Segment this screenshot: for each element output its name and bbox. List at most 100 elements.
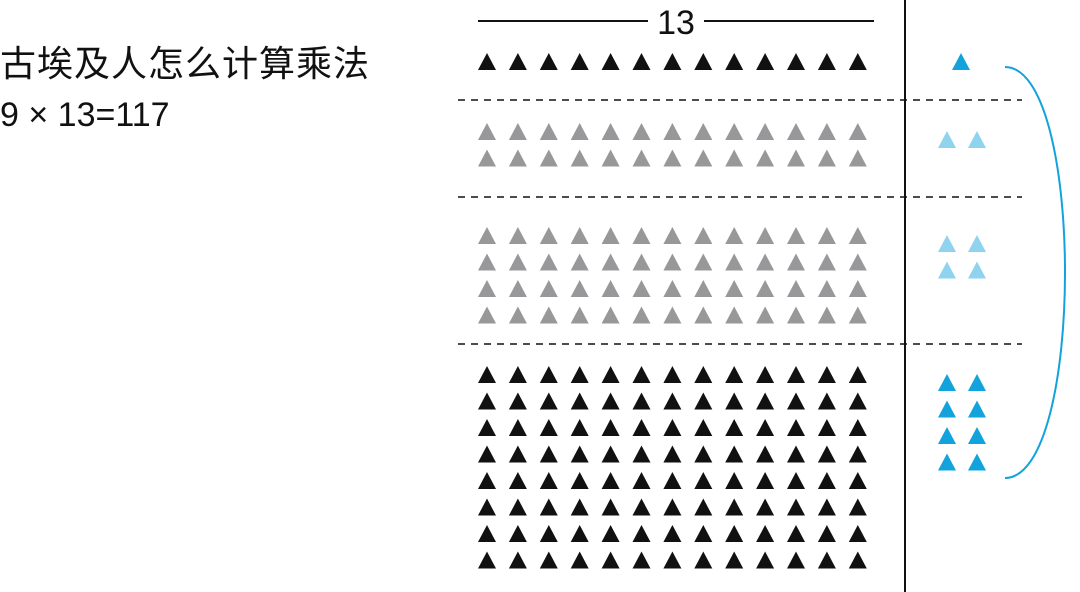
row-triangle [539, 551, 558, 569]
row-triangle [508, 227, 527, 244]
row-triangle [508, 149, 527, 167]
row-triangle [539, 53, 558, 70]
row-triangle [478, 419, 496, 436]
doubling-triangle [968, 400, 986, 418]
row-triangle [848, 551, 867, 569]
row-triangle [817, 53, 836, 70]
doubling-triangle [938, 261, 956, 279]
row-triangle [570, 419, 589, 436]
row-triangle [787, 253, 805, 271]
row-triangle [539, 280, 558, 297]
row-triangle [539, 123, 558, 140]
row-triangle [725, 551, 744, 569]
row-triangle [570, 280, 589, 297]
row-triangle [570, 306, 589, 324]
row-triangle [632, 472, 651, 489]
row-triangle [725, 525, 744, 542]
row-triangle [478, 551, 496, 569]
row-triangle [787, 366, 805, 383]
row-triangle [663, 525, 682, 542]
row-triangle [539, 149, 558, 167]
row-triangle [694, 149, 713, 167]
row-triangle [601, 227, 620, 244]
row-triangle [601, 525, 620, 542]
row-triangle [478, 498, 496, 516]
doubling-triangle [938, 453, 956, 471]
row-triangle [539, 498, 558, 516]
row-triangle [601, 149, 620, 167]
row-triangle [725, 306, 744, 324]
row-triangle [601, 551, 620, 569]
row-triangle [539, 419, 558, 436]
row-triangle [817, 419, 836, 436]
row-triangle [787, 280, 805, 297]
row-triangle [787, 472, 805, 489]
row-triangle [632, 53, 651, 70]
row-triangle [570, 366, 589, 383]
row-triangle [478, 53, 496, 70]
group-separators [458, 99, 1022, 345]
row-triangle [817, 392, 836, 410]
row-triangle [601, 392, 620, 410]
row-triangle [632, 253, 651, 271]
doubling-triangle [938, 235, 956, 252]
row-triangle [570, 123, 589, 140]
row-triangle [725, 227, 744, 244]
row-triangle [632, 392, 651, 410]
row-triangle [478, 366, 496, 383]
row-triangle [848, 472, 867, 489]
row-triangle [508, 525, 527, 542]
row-triangle [632, 445, 651, 463]
doubling-triangle [938, 131, 956, 148]
row-triangle [756, 53, 775, 70]
equation-text: 9 × 13=117 [0, 96, 170, 134]
row-triangle [508, 280, 527, 297]
doubling-triangle [968, 131, 986, 148]
row-triangle [663, 280, 682, 297]
doubling-triangle [968, 427, 986, 444]
row-triangle [570, 445, 589, 463]
row-triangle [601, 280, 620, 297]
row-triangle [539, 472, 558, 489]
row-triangle [663, 227, 682, 244]
row-triangle [632, 525, 651, 542]
row-triangle [694, 445, 713, 463]
row-triangle [725, 419, 744, 436]
row-triangle [508, 551, 527, 569]
row-triangle [848, 253, 867, 271]
row-triangle [694, 392, 713, 410]
row-triangle [848, 227, 867, 244]
row-triangle [848, 498, 867, 516]
row-triangle [787, 498, 805, 516]
row-triangle [694, 498, 713, 516]
row-triangle [539, 392, 558, 410]
row-triangle [756, 227, 775, 244]
row-triangle [508, 306, 527, 324]
doubling-bracket [1004, 66, 1066, 479]
row-triangle [632, 366, 651, 383]
row-triangle [725, 472, 744, 489]
row-triangle [817, 366, 836, 383]
row-triangle [539, 306, 558, 324]
row-triangle [601, 498, 620, 516]
row-triangle [817, 306, 836, 324]
row-triangle [632, 227, 651, 244]
row-triangle [725, 366, 744, 383]
doubling-triangle [968, 235, 986, 252]
row-triangle [694, 551, 713, 569]
row-triangle [601, 253, 620, 271]
row-triangle [756, 306, 775, 324]
row-triangle [508, 472, 527, 489]
column-count-label: 13 [657, 4, 695, 42]
row-triangle [694, 525, 713, 542]
row-triangle [787, 149, 805, 167]
row-triangle [570, 149, 589, 167]
row-triangle [787, 445, 805, 463]
doubling-triangle [968, 374, 986, 391]
row-triangle [848, 123, 867, 140]
row-triangle [632, 419, 651, 436]
row-triangle [508, 445, 527, 463]
row-triangle [663, 253, 682, 271]
row-triangle [570, 525, 589, 542]
row-triangle [817, 472, 836, 489]
